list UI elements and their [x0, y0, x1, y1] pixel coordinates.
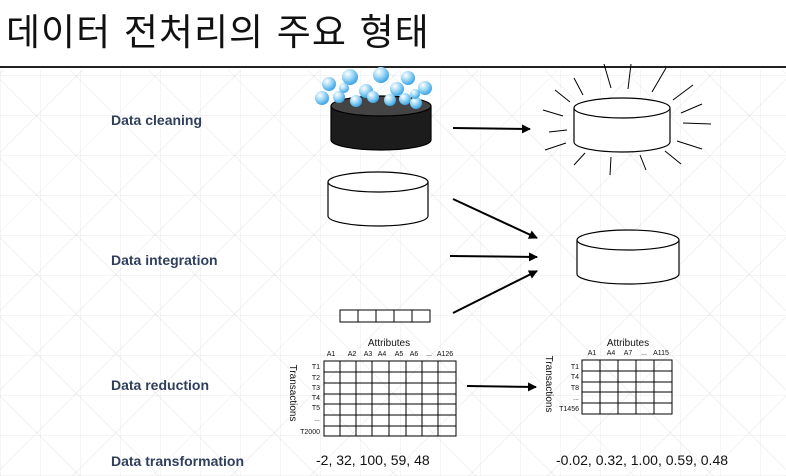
arrow-integration-bottom — [452, 270, 538, 314]
transactions-title-right: Transactions — [543, 356, 554, 413]
transformation-after: -0.02, 0.32, 1.00, 0.59, 0.48 — [556, 452, 729, 468]
col-header: ... — [641, 350, 647, 357]
arrow-cleaning — [452, 124, 531, 134]
col-header: A126 — [437, 351, 453, 358]
row-header: T4 — [312, 395, 320, 402]
col-header: A1 — [327, 351, 336, 358]
title-rule — [0, 66, 786, 68]
row-header: T1 — [571, 364, 579, 371]
row-header: T1456 — [559, 406, 579, 413]
row-header: ... — [314, 416, 320, 423]
arrow-integration-top — [452, 198, 538, 239]
arrow-integration-middle — [449, 252, 538, 262]
col-header: A7 — [624, 350, 633, 357]
col-header: A115 — [653, 350, 669, 357]
slide-title: 데이터 전처리의 주요 형태 — [6, 11, 430, 54]
row-header: T5 — [312, 405, 320, 412]
label-data-transformation: Data transformation — [111, 453, 245, 469]
row-header: T2000 — [300, 429, 320, 436]
col-header: A5 — [395, 351, 404, 358]
label-data-integration: Data integration — [111, 252, 218, 268]
attributes-title-right: Attributes — [607, 338, 649, 349]
shine-rays-icon — [542, 63, 712, 176]
integrated-database-icon — [576, 229, 680, 285]
row-header: T2 — [312, 375, 320, 382]
row-header: T1 — [312, 364, 320, 371]
full-table: Attributes A1 A2 A3 A4 A5 A6 ... A126 T1… — [287, 338, 457, 437]
flat-file-icon — [339, 309, 431, 323]
transactions-title-left: Transactions — [287, 365, 298, 422]
col-header: ... — [426, 351, 432, 358]
row-header: ... — [573, 395, 579, 402]
col-header: A4 — [607, 350, 616, 357]
col-header: A1 — [588, 350, 597, 357]
row-header: T8 — [571, 385, 579, 392]
label-data-reduction: Data reduction — [111, 377, 210, 393]
col-header: A6 — [410, 351, 419, 358]
clean-database-icon — [573, 97, 671, 153]
reduced-table: Attributes A1 A4 A7 ... A115 T1 T4 T8 ..… — [543, 338, 673, 415]
col-header: A2 — [348, 351, 357, 358]
arrow-reduction — [466, 382, 537, 392]
source-database-icon — [327, 171, 429, 227]
transformation-before: -2, 32, 100, 59, 48 — [316, 452, 430, 468]
label-data-cleaning: Data cleaning — [111, 112, 203, 128]
row-header: T4 — [571, 374, 579, 381]
col-header: A4 — [378, 351, 387, 358]
bubbles-icon — [315, 67, 432, 109]
col-header: A3 — [364, 351, 373, 358]
row-header: T3 — [312, 385, 320, 392]
attributes-title-left: Attributes — [368, 338, 410, 349]
